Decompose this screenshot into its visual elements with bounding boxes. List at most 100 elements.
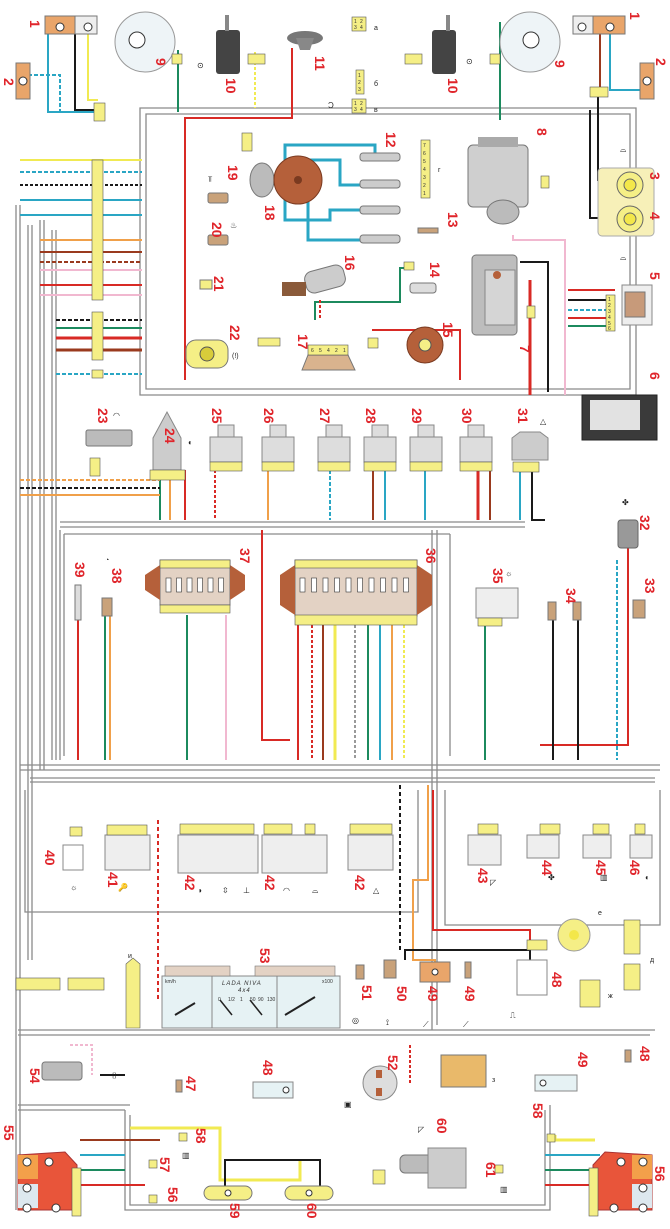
component-6[interactable]: 6 <box>581 372 663 441</box>
component-42a[interactable]: 42 ◗ ⇳ ⊥ <box>177 823 259 895</box>
component-10-left[interactable]: 10 ⊙ <box>197 15 266 94</box>
component-15[interactable]: 15 <box>367 322 456 364</box>
component-7[interactable]: 7 <box>471 254 536 353</box>
legend-connector-g <box>420 139 431 199</box>
component-42b[interactable]: 42 ◠ ⌓ <box>261 823 328 895</box>
component-62-left[interactable]: 59 <box>203 1185 253 1219</box>
component-37[interactable]: 37 <box>145 548 253 614</box>
component-59[interactable]: 56 <box>148 1187 181 1204</box>
component-8[interactable]: 8 <box>467 128 550 225</box>
component-39[interactable]: 39 <box>72 562 88 621</box>
component-60-right[interactable]: 58 <box>530 1103 556 1143</box>
connector <box>148 1159 158 1169</box>
fuse[interactable] <box>368 577 375 593</box>
component-13[interactable]: 13 <box>403 212 461 271</box>
component-20[interactable]: 20 ♨ <box>207 221 237 246</box>
component-38[interactable]: 38 ◔ <box>101 557 125 617</box>
relay-tab <box>417 424 435 438</box>
component-9-left[interactable]: 9 <box>114 11 183 73</box>
component-19[interactable]: 19 ⫪ <box>207 165 241 204</box>
component-label: 49 <box>575 1052 591 1068</box>
component-11[interactable]: 11 Ͻ <box>287 31 334 110</box>
component-54[interactable]: 51 ◎ <box>352 964 375 1025</box>
component-32[interactable]: 32 ✤ <box>617 498 653 549</box>
component-label: 60 <box>434 1118 450 1134</box>
fuse[interactable] <box>176 577 182 593</box>
component-49-right[interactable]: 49 <box>534 1052 591 1092</box>
component-22[interactable]: 22 (!) <box>185 325 243 369</box>
component-52[interactable]: 49 ⟋ <box>419 961 451 1029</box>
component-1[interactable]: 1 <box>27 15 98 35</box>
component-3-4[interactable]: 3 4 ⌓ ⌓ <box>597 145 663 262</box>
component-58-right[interactable]: 56 <box>588 1151 668 1217</box>
component-51[interactable]: 49 ⟋ <box>462 961 478 1029</box>
component-57[interactable]: 54 ⌷ <box>27 1061 117 1084</box>
component-34[interactable]: 34 <box>547 588 582 621</box>
component-49-left[interactable]: 48 <box>252 1060 294 1099</box>
fuse[interactable] <box>345 577 352 593</box>
component-1-right[interactable]: 1 <box>572 12 643 35</box>
fuse[interactable] <box>357 577 363 593</box>
component-18[interactable]: 18 <box>241 132 323 221</box>
temp-tick: 50 <box>250 997 256 1003</box>
fuse[interactable] <box>403 577 409 593</box>
component-24[interactable]: 24 ◐ <box>149 410 193 481</box>
component-53[interactable]: 50 ⟟ <box>383 959 410 1027</box>
fuse[interactable] <box>186 577 193 593</box>
component-26[interactable]: 26 <box>261 408 295 472</box>
component-27[interactable]: 27 <box>317 408 351 472</box>
component-29[interactable]: 29 <box>409 408 443 472</box>
component-12[interactable]: 12 <box>359 132 401 244</box>
component-61-right[interactable]: 61 ▥ <box>483 1162 508 1194</box>
component-30[interactable]: 30 <box>459 408 493 472</box>
fuse[interactable] <box>299 577 306 593</box>
component-40[interactable]: 40 ☼ <box>42 826 84 892</box>
fuse[interactable] <box>165 577 172 593</box>
fuse[interactable] <box>218 577 224 593</box>
component-36[interactable]: 36 <box>280 548 439 626</box>
component-48-right[interactable]: 48 <box>624 1046 653 1063</box>
component-16[interactable]: 16 <box>257 255 358 347</box>
component-56[interactable]: LADA NIVA 4x4 km/h x100 0 1/2 1 50 90 13… <box>161 948 341 1029</box>
component-62-right[interactable]: 60 <box>284 1185 334 1219</box>
legend-letter: а <box>374 25 378 32</box>
component-31[interactable]: 31 △ <box>511 408 549 473</box>
component-17[interactable]: 6 5 4 2 1 17 <box>295 334 356 371</box>
component-21[interactable]: 21 <box>199 276 227 292</box>
component-14[interactable]: 14 <box>409 262 443 294</box>
wire-blue-indicator <box>28 74 61 115</box>
component-44[interactable]: 43 ◸ <box>467 823 502 887</box>
component-48-left[interactable]: 47 <box>175 1076 199 1093</box>
fuse[interactable] <box>380 577 386 593</box>
component-9-right[interactable]: 9 <box>489 11 568 73</box>
component-28[interactable]: 28 <box>363 408 397 472</box>
component-35[interactable]: 35 ☼ <box>475 568 519 627</box>
component-45[interactable]: 44 ✤ <box>526 823 561 882</box>
fuse[interactable] <box>207 577 214 593</box>
component-58-left[interactable]: 55 <box>1 1125 82 1217</box>
legend-pin: 6 <box>423 151 426 157</box>
door-icon: ◔ <box>105 557 109 564</box>
component-33[interactable]: 33 <box>632 578 658 619</box>
component-46[interactable]: 45 ▥ <box>582 823 612 882</box>
component-55[interactable]: 52 ▣ <box>344 1055 401 1109</box>
component-63[interactable]: 60 ◸ <box>372 1118 467 1189</box>
component-2[interactable]: 2 <box>1 62 31 100</box>
component-43[interactable]: 42 △ <box>347 823 394 895</box>
fuse[interactable] <box>197 577 203 593</box>
component-61-left[interactable]: 58 ▥ <box>178 1128 209 1160</box>
component-50[interactable]: 48 ⎍ <box>510 939 565 1020</box>
component-47[interactable]: 46 ◐ <box>627 823 653 882</box>
sensor-body <box>207 192 229 204</box>
fuse[interactable] <box>322 577 329 593</box>
component-25[interactable]: 25 <box>209 408 243 472</box>
fuse[interactable] <box>391 577 398 593</box>
component-5[interactable]: 1 2 3 4 5 6 5 <box>605 272 663 332</box>
component-60-left[interactable]: 57 <box>148 1157 173 1173</box>
component-23[interactable]: 23 ◠ <box>85 408 133 477</box>
component-10-right[interactable]: 10 ⊙ <box>404 15 473 94</box>
component-2-right[interactable]: 2 <box>589 58 669 100</box>
component-41[interactable]: 41 🔑 <box>104 824 151 892</box>
fuse[interactable] <box>311 577 317 593</box>
fuse[interactable] <box>334 577 340 593</box>
